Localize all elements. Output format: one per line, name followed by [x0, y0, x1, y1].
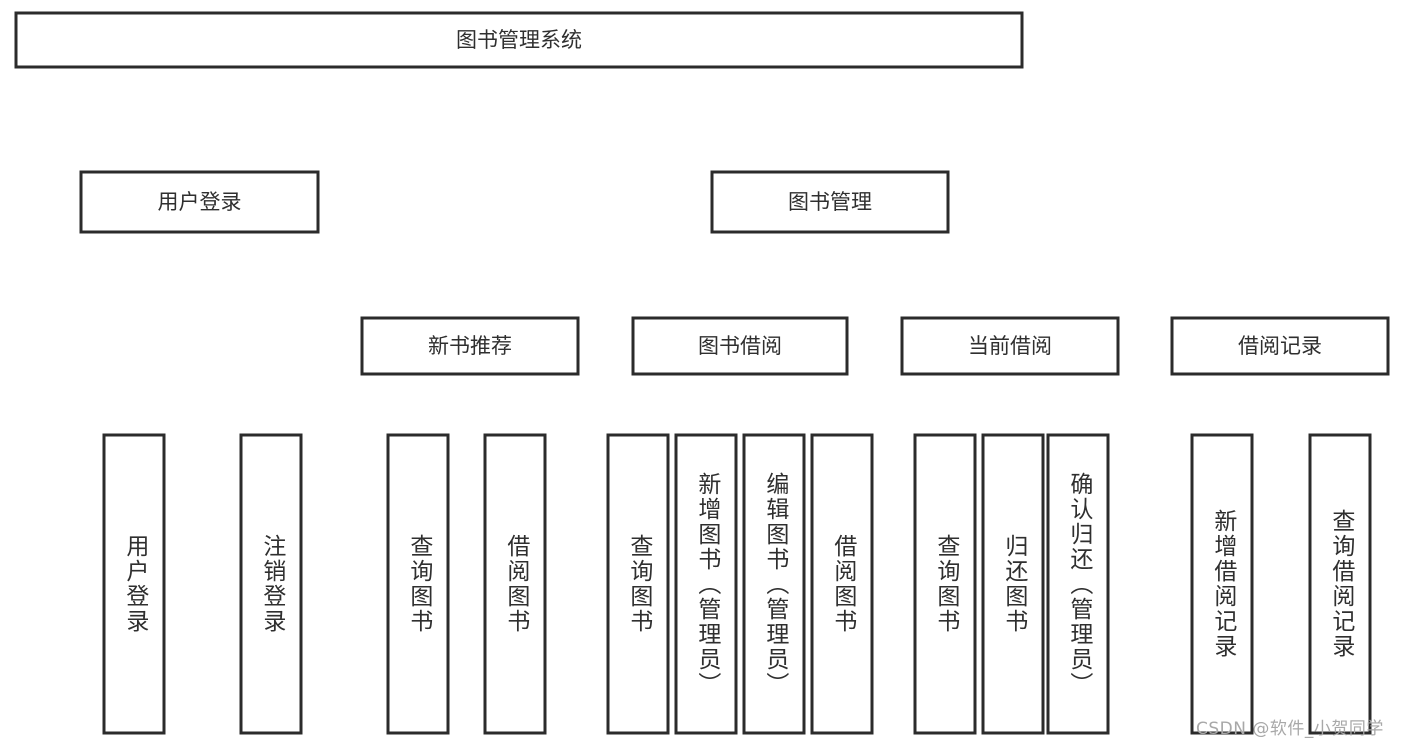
- watermark-text: CSDN @软件_小贺同学: [1196, 719, 1384, 739]
- node-label-level1-0: 用户登录: [158, 190, 242, 214]
- node-label-root: 图书管理系统: [456, 28, 582, 52]
- node-box-leaf-4[interactable]: [606, 433, 670, 735]
- node-box-level2-0[interactable]: [360, 316, 580, 376]
- node-label-level2-1: 图书借阅: [698, 334, 782, 358]
- node-box-leaf-3[interactable]: [483, 433, 547, 735]
- node-box-level2-3[interactable]: [1170, 316, 1390, 376]
- node-box-leaf-5[interactable]: [674, 433, 738, 735]
- node-box-leaf-1[interactable]: [239, 433, 303, 735]
- node-box-level1-1[interactable]: [710, 170, 950, 234]
- node-box-root[interactable]: [14, 11, 1024, 69]
- node-box-level2-2[interactable]: [900, 316, 1120, 376]
- node-box-leaf-8[interactable]: [913, 433, 977, 735]
- node-box-leaf-9[interactable]: [981, 433, 1045, 735]
- node-box-leaf-10[interactable]: [1046, 433, 1110, 735]
- node-label-level2-3: 借阅记录: [1238, 334, 1322, 358]
- node-box-level1-0[interactable]: [79, 170, 320, 234]
- node-box-leaf-7[interactable]: [810, 433, 874, 735]
- node-box-leaf-2[interactable]: [386, 433, 450, 735]
- node-boxes-layer: [14, 11, 1390, 735]
- node-box-level2-1[interactable]: [631, 316, 849, 376]
- node-box-leaf-6[interactable]: [742, 433, 806, 735]
- node-box-leaf-11[interactable]: [1190, 433, 1254, 735]
- node-label-level2-2: 当前借阅: [968, 334, 1052, 358]
- node-box-leaf-0[interactable]: [102, 433, 166, 735]
- node-label-level1-1: 图书管理: [788, 190, 872, 214]
- node-label-level2-0: 新书推荐: [428, 334, 512, 358]
- node-box-leaf-12[interactable]: [1308, 433, 1372, 735]
